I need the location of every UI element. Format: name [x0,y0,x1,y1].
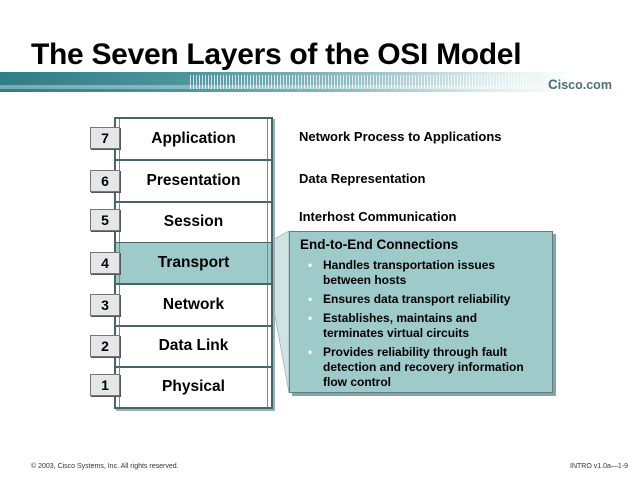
slide-title: The Seven Layers of the OSI Model [31,38,522,71]
callout-title: End-to-End Connections [300,237,459,252]
title-banner [0,72,638,92]
layer-5-description: Interhost Communication [299,209,457,224]
callout-bullet: •Establishes, maintains and terminates v… [308,311,478,340]
layer-number-2: 2 [90,335,120,357]
callout-bullet: •Handles transportation issues between h… [308,258,496,287]
layer-network: Network [116,285,271,327]
layer-number-4: 4 [90,252,120,274]
slide-code-footer: INTRO v1.0a—1-9 [570,463,628,470]
layer-number-3: 3 [90,294,120,316]
layer-data-link: Data Link [116,326,271,368]
copyright-footer: © 2003, Cisco Systems, Inc. All rights r… [31,463,179,470]
callout-bullet: •Provides reliability through fault dete… [308,345,524,389]
layer-7-description: Network Process to Applications [299,129,502,144]
layer-physical: Physical [116,367,271,407]
layer-6-description: Data Representation [299,171,426,186]
layer-transport: Transport [116,243,271,285]
layer-application: Application [116,119,271,161]
layer-session: Session [116,202,271,244]
transport-callout: End-to-End Connections •Handles transpor… [289,231,553,393]
layer-number-1: 1 [90,374,120,396]
layer-presentation: Presentation [116,161,271,203]
cisco-logo: Cisco.com [548,77,612,92]
callout-bullet: •Ensures data transport reliability [308,292,511,306]
layer-number-7: 7 [90,127,120,149]
osi-layer-stack: Application Presentation Session Transpo… [114,117,273,409]
layer-number-6: 6 [90,170,120,192]
layer-number-5: 5 [90,209,120,231]
